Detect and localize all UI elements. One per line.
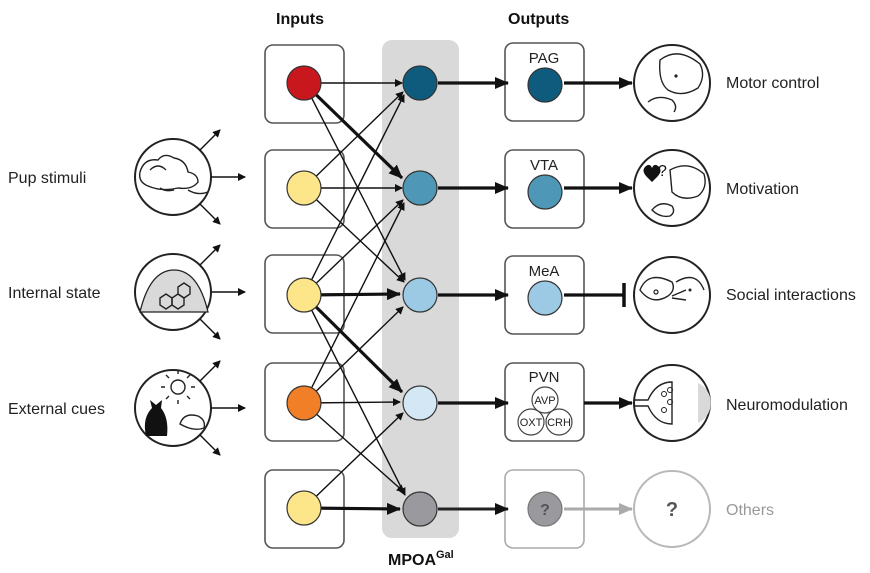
label-external-cues: External cues	[8, 401, 105, 418]
output-node-vta	[527, 174, 563, 210]
output-node-unknown	[527, 491, 563, 527]
label-pup-stimuli: Pup stimuli	[8, 170, 86, 187]
mpoa-node-2	[402, 170, 438, 206]
output-label-pvn: PVN	[529, 369, 560, 386]
mpoa-node-3	[402, 277, 438, 313]
stimulus-arrows	[199, 129, 246, 456]
external-cues-icon	[134, 369, 212, 447]
output-node-pag	[527, 67, 563, 103]
input-node-5	[286, 490, 322, 526]
neuromodulation-icon	[633, 364, 711, 442]
pvn-oxt-label: OXT	[520, 417, 543, 429]
svg-text:?: ?	[658, 163, 667, 180]
output-label-mea: MeA	[529, 263, 560, 280]
social-interactions-icon	[633, 256, 711, 334]
inputs-header: Inputs	[276, 11, 324, 28]
outputs-header: Outputs	[508, 11, 569, 28]
motivation-icon: ?	[633, 149, 711, 227]
label-neuromodulation: Neuromodulation	[726, 397, 848, 414]
input-node-2	[286, 170, 322, 206]
pvn-avp-label: AVP	[534, 395, 555, 407]
pvn-subregions: AVP OXT CRH	[517, 386, 573, 436]
input-node-4	[286, 385, 322, 421]
label-motivation: Motivation	[726, 181, 799, 198]
motor-control-icon	[633, 44, 711, 122]
mpoa-to-output-connections	[438, 77, 509, 515]
input-node-1	[286, 65, 322, 101]
mpoa-label: MPOAGal	[388, 549, 454, 569]
mpoa-node-5	[402, 491, 438, 527]
mpoa-node-1	[402, 65, 438, 101]
label-social-interactions: Social interactions	[726, 287, 856, 304]
internal-state-icon	[134, 253, 212, 331]
input-node-3	[286, 277, 322, 313]
output-to-behavior-connections	[564, 77, 633, 515]
pvn-crh-label: CRH	[547, 417, 571, 429]
label-motor-control: Motor control	[726, 75, 819, 92]
others-icon: ?	[633, 470, 711, 548]
others-question-mark: ?	[666, 499, 678, 521]
output-node-mea	[527, 280, 563, 316]
output-label-vta: VTA	[530, 157, 558, 174]
label-others: Others	[726, 502, 774, 519]
output-label-pag: PAG	[529, 50, 560, 67]
pup-stimuli-icon	[134, 138, 212, 216]
output-unknown-mark: ?	[540, 502, 550, 519]
label-internal-state: Internal state	[8, 285, 101, 302]
mpoa-node-4	[402, 385, 438, 421]
